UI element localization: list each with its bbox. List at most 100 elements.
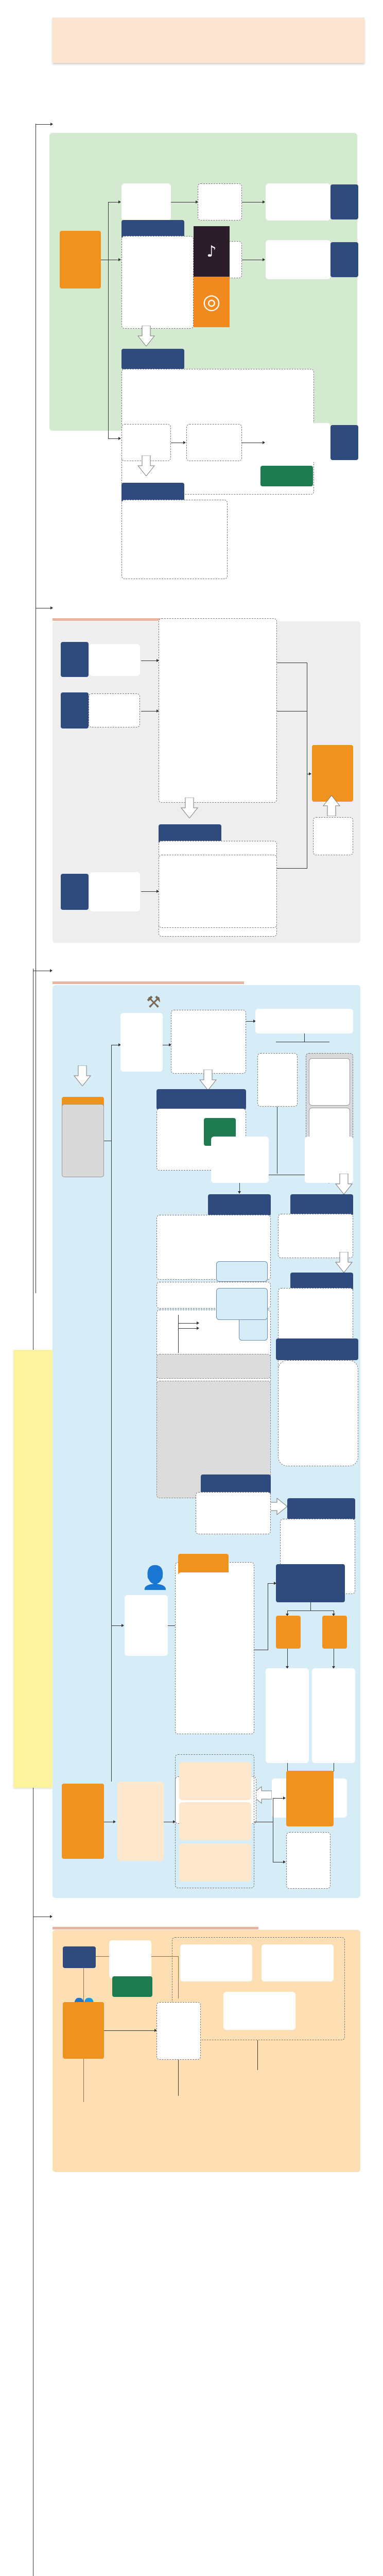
mode1-middle	[121, 183, 171, 221]
income3-desc	[159, 855, 277, 928]
labor-contract	[171, 1010, 246, 1074]
guild-anchor	[63, 2002, 104, 2059]
connector	[151, 1956, 178, 1957]
withhold-header	[290, 1194, 353, 1216]
connector	[141, 890, 159, 893]
platform-box	[312, 745, 353, 802]
investor-item	[178, 1616, 253, 1657]
pay-method-header	[201, 1475, 271, 1495]
connector	[108, 202, 109, 439]
independent-source	[62, 1784, 104, 1859]
connector	[273, 1797, 286, 1800]
up-arrow-icon	[322, 795, 341, 817]
live-guild	[156, 2002, 201, 2060]
iit-settle-header	[287, 1498, 355, 1520]
anchor-box	[60, 231, 101, 289]
withhold-text	[278, 1214, 353, 1258]
step1-badge	[63, 1946, 96, 1968]
tax-local-edu	[216, 1288, 268, 1320]
investor-item	[178, 1658, 253, 1695]
douyin-logo: ♪	[194, 226, 230, 277]
connector	[178, 1327, 199, 1330]
income1-label	[90, 644, 140, 676]
conditions-header	[121, 349, 184, 369]
section3-underline	[53, 981, 244, 984]
tax-header	[208, 1194, 271, 1216]
connector	[111, 1045, 112, 1782]
essence-header	[156, 1089, 246, 1110]
down-arrow-icon	[137, 455, 155, 477]
connector	[287, 1763, 288, 1771]
guild-incomes-group	[172, 1937, 345, 2040]
investment-relation	[125, 1595, 168, 1656]
connector	[310, 1602, 311, 1611]
connector	[268, 1582, 276, 1585]
down-arrow-icon	[199, 1069, 217, 1091]
guild-income	[223, 1992, 295, 2030]
platform-split-note	[313, 817, 353, 855]
connector	[108, 437, 121, 440]
tax-city	[239, 1316, 268, 1341]
yes-box	[276, 1616, 301, 1649]
scythe-icon: ⚒	[146, 992, 161, 1012]
connector	[277, 868, 307, 869]
iit-header	[156, 1354, 271, 1379]
investor-item	[178, 1572, 253, 1615]
independent-sign	[117, 1782, 164, 1861]
connector	[304, 1033, 305, 1042]
yes-desc	[266, 1668, 309, 1763]
kuaishou-logo: ◎	[194, 277, 230, 327]
enterprise-account	[309, 1058, 350, 1106]
connector	[141, 659, 159, 662]
employee-relation	[62, 1104, 104, 1177]
guild-income	[262, 1944, 334, 1981]
income1-badge	[61, 642, 89, 677]
connector	[178, 1956, 179, 1998]
mode1-result	[266, 183, 330, 221]
independent-platform	[286, 1832, 330, 1889]
connector	[286, 1649, 289, 1669]
section1-pointer	[36, 123, 53, 126]
forms-list	[121, 500, 228, 579]
connector	[178, 2060, 179, 2096]
down-arrow-icon	[335, 1251, 353, 1273]
mode3-middle	[121, 424, 171, 461]
income2-label	[89, 693, 140, 727]
connector	[111, 1624, 124, 1627]
mode2-result	[266, 240, 330, 279]
independent-anchor	[286, 1771, 334, 1826]
personal-account	[257, 1053, 298, 1107]
connector	[104, 2029, 157, 2032]
income2-desc	[159, 618, 277, 803]
mode1-badge	[330, 184, 358, 219]
kuaishou-camera-icon: ◎	[202, 290, 221, 314]
no-box	[322, 1616, 347, 1649]
investor-header	[178, 1554, 229, 1575]
other-views-header	[276, 1338, 358, 1360]
income3-badge	[61, 874, 89, 910]
mode2-badge	[330, 242, 358, 277]
income2-badge	[61, 692, 89, 728]
mode3-result	[266, 423, 330, 462]
tax-edu	[216, 1261, 268, 1282]
connector	[96, 1956, 109, 1957]
labor-relation-tag	[112, 1976, 152, 1997]
connector	[178, 1315, 179, 1353]
connector	[246, 1020, 256, 1023]
connector	[286, 1611, 289, 1616]
section4-underline	[53, 1927, 258, 1929]
side-title-label	[13, 1350, 53, 1788]
guilds-list	[121, 236, 194, 329]
route-header	[255, 1009, 353, 1033]
down-arrow-icon	[180, 797, 199, 819]
pay-method-text	[196, 1492, 271, 1534]
businessman-icon: 👤	[141, 1565, 169, 1591]
labor-relation	[120, 1013, 163, 1072]
investor-item	[178, 1696, 253, 1733]
douyu-example-tag	[260, 466, 313, 486]
income3-label	[90, 872, 140, 911]
independent-incomes-group	[175, 1754, 254, 1888]
personal-service	[211, 1137, 269, 1183]
down-arrow-icon	[335, 1173, 353, 1195]
independent-income	[179, 1802, 251, 1840]
